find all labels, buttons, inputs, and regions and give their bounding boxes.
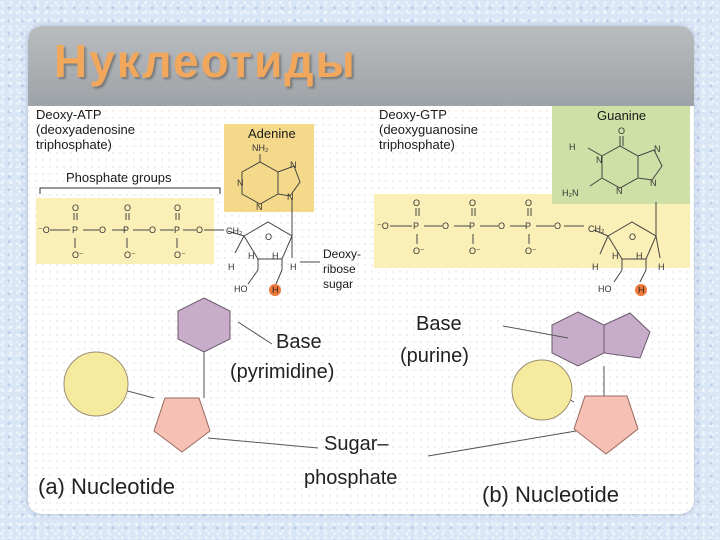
guanine-n1: N: [596, 155, 603, 165]
datp-bridge-o3: O: [196, 225, 203, 235]
datp-2-prime-h-highlight: [269, 284, 281, 296]
datp-deoxyribose-ring: [227, 198, 293, 285]
dgtp-top-o2: O: [469, 198, 476, 208]
dgtp-bottom-o1: O⁻: [413, 246, 425, 256]
datp-bottom-o3: O⁻: [174, 250, 186, 260]
sugar-phosphate-label-line2: phosphate: [304, 467, 397, 489]
guanine-label: Guanine: [597, 108, 646, 123]
purine-base-pentagon: [603, 312, 651, 359]
adenine-n9: N: [287, 192, 294, 202]
datp-full-line1: (deoxyadenosine: [36, 122, 135, 137]
base-purine-label-line2: (purine): [400, 345, 469, 367]
datp-name: Deoxy-ATP: [36, 107, 102, 122]
datp-p2: P: [123, 225, 129, 235]
guanine-carbonyl-o: O: [618, 126, 625, 136]
datp-p1: P: [72, 225, 78, 235]
adenine-structure: [241, 154, 301, 205]
deoxyribose-label-line2: ribose: [323, 262, 356, 276]
datp-top-o1: O: [72, 203, 79, 213]
guanine-n3: N: [616, 186, 623, 196]
phosphate-groups-label: Phosphate groups: [66, 170, 172, 185]
datp-top-o2: O: [124, 203, 131, 213]
base-purine-label-line1: Base: [416, 313, 462, 335]
phosphate-circle-b: [511, 359, 573, 421]
deoxyribose-label-line3: sugar: [323, 277, 353, 291]
adenine-panel: [224, 124, 314, 212]
dgtp-deoxyribose-ring: [593, 202, 661, 283]
adenine-n7: N: [290, 160, 297, 170]
base-pyrimidine-label-line1: Base: [276, 331, 322, 353]
title-band: [28, 26, 694, 106]
dgtp-p3: P: [525, 221, 531, 231]
datp-2-prime-h: H: [272, 285, 279, 295]
dgtp-full-line1: (deoxyguanosine: [379, 122, 478, 137]
dgtp-ch2: CH₂: [588, 224, 605, 234]
adenine-label: Adenine: [248, 126, 296, 141]
datp-h2: H: [248, 251, 255, 261]
deoxyribose-label-line1: Deoxy-: [323, 247, 361, 261]
dgtp-bridge-o2: O: [498, 221, 505, 231]
datp-h3: H: [272, 251, 279, 261]
caption-a: (a) Nucleotide: [38, 474, 175, 499]
datp-phosphate-panel: [36, 198, 214, 264]
dgtp-h2: H: [612, 251, 619, 261]
caption-b: (b) Nucleotide: [482, 482, 619, 507]
datp-phosphate-bonds: [50, 213, 224, 248]
sugar-pentagon-b: [573, 395, 639, 455]
dgtp-phosphate-panel: [374, 194, 690, 268]
dgtp-bottom-o3: O⁻: [525, 246, 537, 256]
dgtp-3-ho: HO: [598, 284, 612, 294]
sugar-phosphate-label-line1: Sugar–: [324, 433, 389, 455]
guanine-structure: [587, 136, 663, 189]
datp-full-line2: triphosphate): [36, 137, 112, 152]
datp-bridge-o2: O: [149, 225, 156, 235]
datp-bottom-o1: O⁻: [72, 250, 84, 260]
dgtp-bridge-o1: O: [442, 221, 449, 231]
datp-h4: H: [290, 262, 297, 272]
schematic-callout-lines: [207, 321, 577, 457]
dgtp-h1: H: [592, 262, 599, 272]
adenine-amino: NH₂: [252, 143, 269, 153]
datp-ch2: CH₂: [226, 226, 243, 236]
dgtp-bridge-o3: O: [554, 221, 561, 231]
datp-3-ho: HO: [234, 284, 248, 294]
dgtp-bottom-o2: O⁻: [469, 246, 481, 256]
guanine-n9: N: [650, 178, 657, 188]
guanine-amino: H₂N: [562, 188, 579, 198]
datp-top-o3: O: [174, 203, 181, 213]
phosphate-groups-bracket: [39, 187, 221, 194]
dgtp-p2: P: [469, 221, 475, 231]
slide: Нуклеотиды Deoxy-ATP (deoxyadenosine tri…: [28, 26, 694, 514]
dgtp-2-prime-h-highlight: [635, 284, 647, 296]
datp-p3: P: [174, 225, 180, 235]
datp-bottom-o2: O⁻: [124, 250, 136, 260]
dgtp-top-o3: O: [525, 198, 532, 208]
phosphate-circle-a: [63, 351, 129, 417]
slide-title: Нуклеотиды: [54, 35, 357, 87]
adenine-n3: N: [256, 202, 263, 212]
dgtp-phosphate-bonds: [390, 208, 584, 244]
datp-h1: H: [228, 262, 235, 272]
dgtp-ring-oxygen: O: [629, 232, 636, 242]
dgtp-terminal-oxygen: ⁻O: [377, 221, 389, 231]
dgtp-p1: P: [413, 221, 419, 231]
dgtp-full-line2: triphosphate): [379, 137, 455, 152]
base-pyrimidine-label-line2: (pyrimidine): [230, 361, 334, 383]
datp-terminal-oxygen: ⁻O: [38, 225, 50, 235]
datp-ring-oxygen: O: [265, 232, 272, 242]
datp-bridge-o1: O: [99, 225, 106, 235]
dgtp-h4: H: [658, 262, 665, 272]
guanine-n7: N: [654, 144, 661, 154]
dgtp-h3: H: [636, 251, 643, 261]
sugar-pentagon-a: [153, 397, 211, 453]
dgtp-2-prime-h: H: [638, 285, 645, 295]
dgtp-top-o1: O: [413, 198, 420, 208]
nucleotide-figure: Deoxy-ATP (deoxyadenosine triphosphate) …: [28, 106, 694, 514]
adenine-n1: N: [237, 178, 244, 188]
dgtp-name: Deoxy-GTP: [379, 107, 447, 122]
guanine-n1-h: H: [569, 142, 576, 152]
